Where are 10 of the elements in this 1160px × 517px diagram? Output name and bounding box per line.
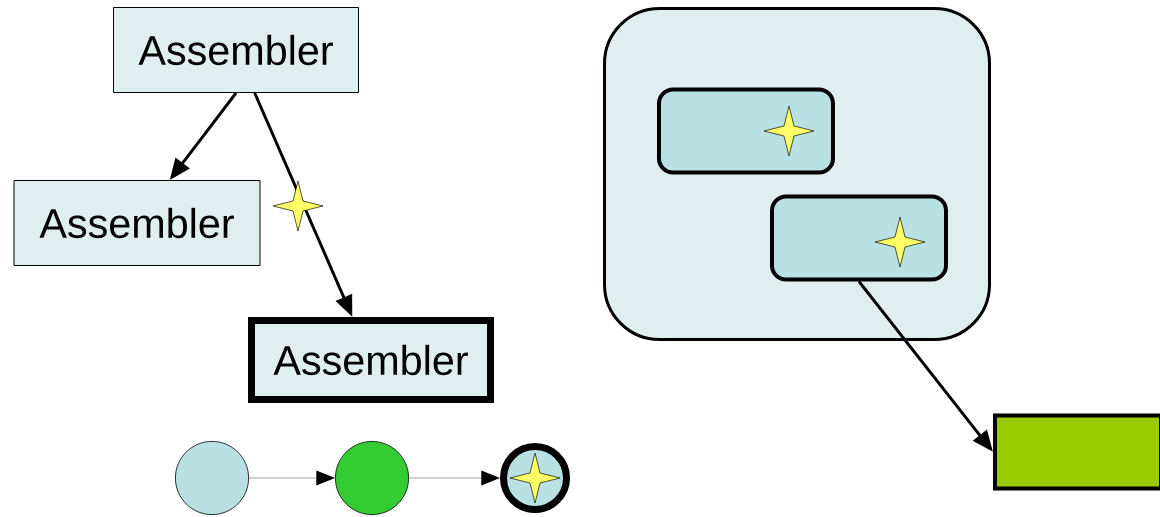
process-box: Assembler [113,7,359,93]
arrow [408,470,500,486]
state-circle [335,441,409,515]
arrow [248,470,335,486]
rounded-box [770,194,948,282]
process-box: Assembler [13,180,261,266]
process-box: Assembler [248,317,494,403]
state-circle [175,441,249,515]
rounded-box [657,87,835,175]
filled-box [993,413,1160,491]
